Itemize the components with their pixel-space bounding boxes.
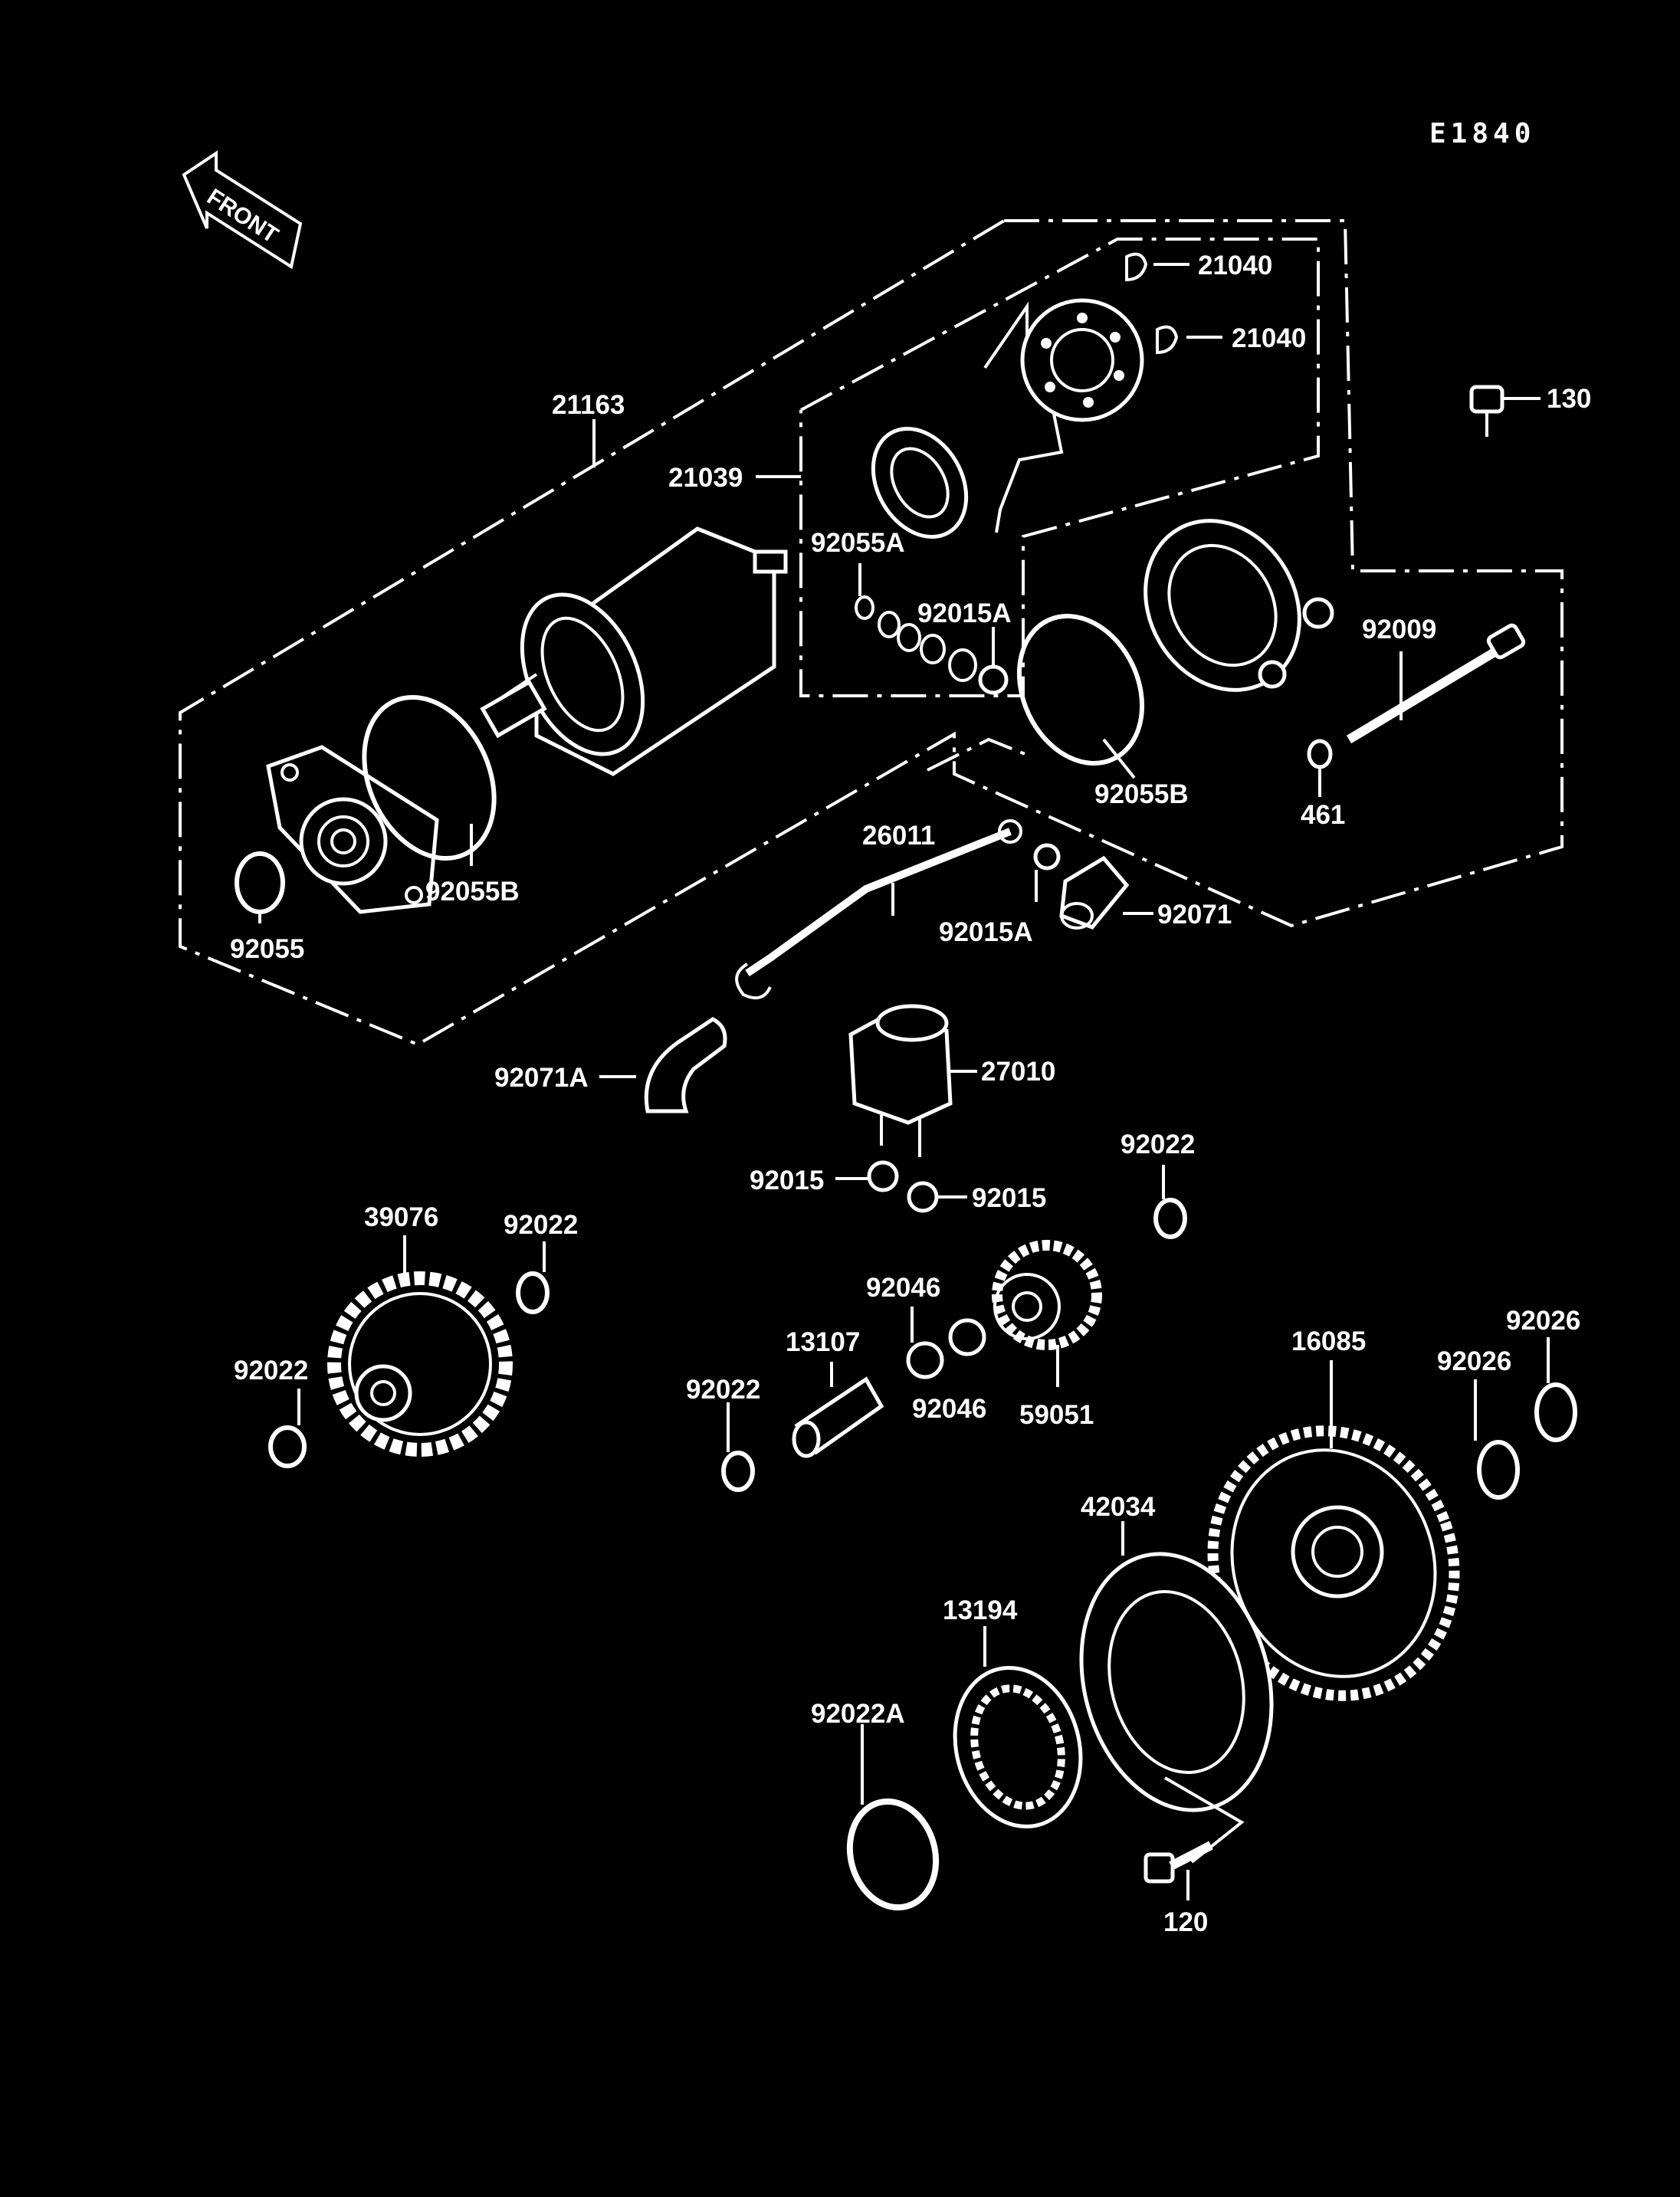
idle-gear-39076 xyxy=(327,1271,513,1457)
washer-92026-a xyxy=(1477,1440,1520,1500)
starter-motor-body xyxy=(480,526,788,776)
assembly-outline-lead xyxy=(927,737,1028,772)
label-92055B-right: 92055B xyxy=(1094,779,1189,809)
washer-92022-topleft xyxy=(516,1271,550,1314)
o-ring-92055B-left xyxy=(362,694,497,861)
leader-lines xyxy=(258,263,1550,1900)
label-92022-topleft: 92022 xyxy=(504,1210,578,1240)
washer-92022-mid xyxy=(721,1451,755,1492)
clutch-42034 xyxy=(1079,1552,1274,1812)
label-92046-bottom: 92046 xyxy=(912,1394,986,1424)
bolt-120 xyxy=(1144,1776,1245,1884)
brush-21040-b xyxy=(1156,325,1179,355)
end-cover xyxy=(266,745,439,914)
label-92055A: 92055A xyxy=(811,528,905,558)
one-way-clutch-13194 xyxy=(953,1665,1083,1829)
o-ring-92055B-right xyxy=(1016,613,1145,766)
washer-92026-b xyxy=(1534,1382,1577,1442)
label-92009: 92009 xyxy=(1362,615,1436,644)
label-13107: 13107 xyxy=(786,1327,860,1357)
label-92015A-top: 92015A xyxy=(917,598,1012,628)
label-92046-top: 92046 xyxy=(866,1273,940,1303)
label-92026-b: 92026 xyxy=(1506,1306,1580,1336)
label-59051: 59051 xyxy=(1019,1400,1094,1430)
label-92022-right: 92022 xyxy=(1121,1130,1195,1159)
label-21163: 21163 xyxy=(552,390,625,420)
washer-92022A xyxy=(846,1798,940,1911)
brush-21040-a xyxy=(1125,252,1148,282)
label-92015-left: 92015 xyxy=(750,1166,824,1195)
assembly-outline-21163 xyxy=(179,219,1564,1047)
label-92015A-mid: 92015A xyxy=(939,917,1033,947)
brush-holder xyxy=(871,298,1144,539)
cap-92071A xyxy=(644,1017,727,1113)
label-92022-left: 92022 xyxy=(234,1356,308,1385)
nut-92015-b xyxy=(907,1181,939,1213)
shaft-13107 xyxy=(792,1376,884,1458)
part-labels: 21163 21039 21040 21040 130 92055A 92015… xyxy=(230,251,1591,1937)
label-130: 130 xyxy=(1547,384,1591,414)
label-92071A: 92071A xyxy=(494,1063,589,1093)
bearing-92046-a xyxy=(906,1341,944,1379)
label-21040-a: 21040 xyxy=(1198,251,1272,280)
sprocket-16085 xyxy=(1207,1425,1460,1701)
label-92022A: 92022A xyxy=(811,1699,905,1729)
washer-92022-left xyxy=(268,1425,307,1468)
drawing-code: E1840 xyxy=(1429,118,1535,149)
washer-461 xyxy=(1307,739,1333,769)
nut-92015-a xyxy=(867,1160,899,1192)
label-21040-b: 21040 xyxy=(1232,323,1306,353)
rear-housing xyxy=(1144,519,1334,692)
bearing-92046-b xyxy=(948,1318,986,1356)
label-39076: 39076 xyxy=(364,1202,438,1232)
label-16085: 16085 xyxy=(1291,1326,1366,1356)
label-92026-a: 92026 xyxy=(1437,1346,1511,1376)
label-27010: 27010 xyxy=(981,1057,1055,1087)
washer-92022-right xyxy=(1153,1198,1187,1239)
label-21039: 21039 xyxy=(668,463,743,493)
label-120: 120 xyxy=(1163,1907,1208,1937)
through-bolt-92009 xyxy=(1346,623,1526,744)
washer-stack-92055A xyxy=(855,595,1009,695)
assembly-outline-21039 xyxy=(799,238,1320,697)
label-92055: 92055 xyxy=(230,934,304,964)
lead-wire-26011 xyxy=(735,819,1022,1000)
label-42034: 42034 xyxy=(1081,1492,1156,1522)
label-92055B-left: 92055B xyxy=(425,877,520,907)
bolt-130 xyxy=(1469,385,1504,437)
label-92071: 92071 xyxy=(1157,900,1232,930)
gear-59051 xyxy=(992,1240,1102,1350)
nut-92015A-mid xyxy=(1033,843,1061,871)
cap-92071 xyxy=(1059,855,1130,930)
label-92022-mid: 92022 xyxy=(686,1375,760,1405)
label-92015-right: 92015 xyxy=(972,1183,1046,1213)
label-26011: 26011 xyxy=(862,821,935,851)
starter-relay-27010 xyxy=(848,1004,953,1157)
label-461: 461 xyxy=(1301,800,1345,830)
label-13194: 13194 xyxy=(943,1595,1018,1625)
